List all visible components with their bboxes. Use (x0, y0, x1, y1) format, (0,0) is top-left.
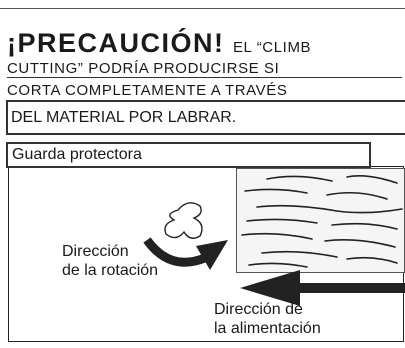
rotation-label-line1: Dirección (62, 243, 129, 260)
feed-label: Dirección de la alimentación (214, 300, 321, 338)
warning-line-1: ¡PRECAUCIÓN! EL “CLIMB (7, 28, 311, 59)
material-box: DEL MATERIAL POR LABRAR. (6, 100, 405, 135)
top-rule (0, 8, 405, 9)
rotation-label: Dirección de la rotación (62, 242, 158, 280)
feed-label-line1: Dirección de (214, 301, 303, 318)
wood-grain (241, 175, 403, 268)
warning-body-line2: CUTTING” PODRÍA PRODUCIRSE SI (7, 60, 280, 77)
warning-body-line3: CORTA COMPLETAMENTE A TRAVÉS (7, 82, 288, 99)
guard-label: Guarda protectora (12, 146, 142, 163)
rotation-arrow-icon (143, 237, 228, 270)
warning-heading: ¡PRECAUCIÓN! (7, 28, 225, 58)
feed-label-line2: la alimentación (214, 320, 321, 337)
guard-box: Guarda protectora (6, 142, 371, 168)
underline (7, 77, 402, 78)
cutter-bit-icon (164, 202, 203, 239)
workpiece-wood (236, 168, 405, 273)
rotation-label-line2: de la rotación (62, 262, 159, 279)
feed-arrow-icon (240, 270, 405, 306)
warning-body-line4: DEL MATERIAL POR LABRAR. (11, 109, 237, 126)
warning-body-line1: EL “CLIMB (232, 39, 312, 56)
